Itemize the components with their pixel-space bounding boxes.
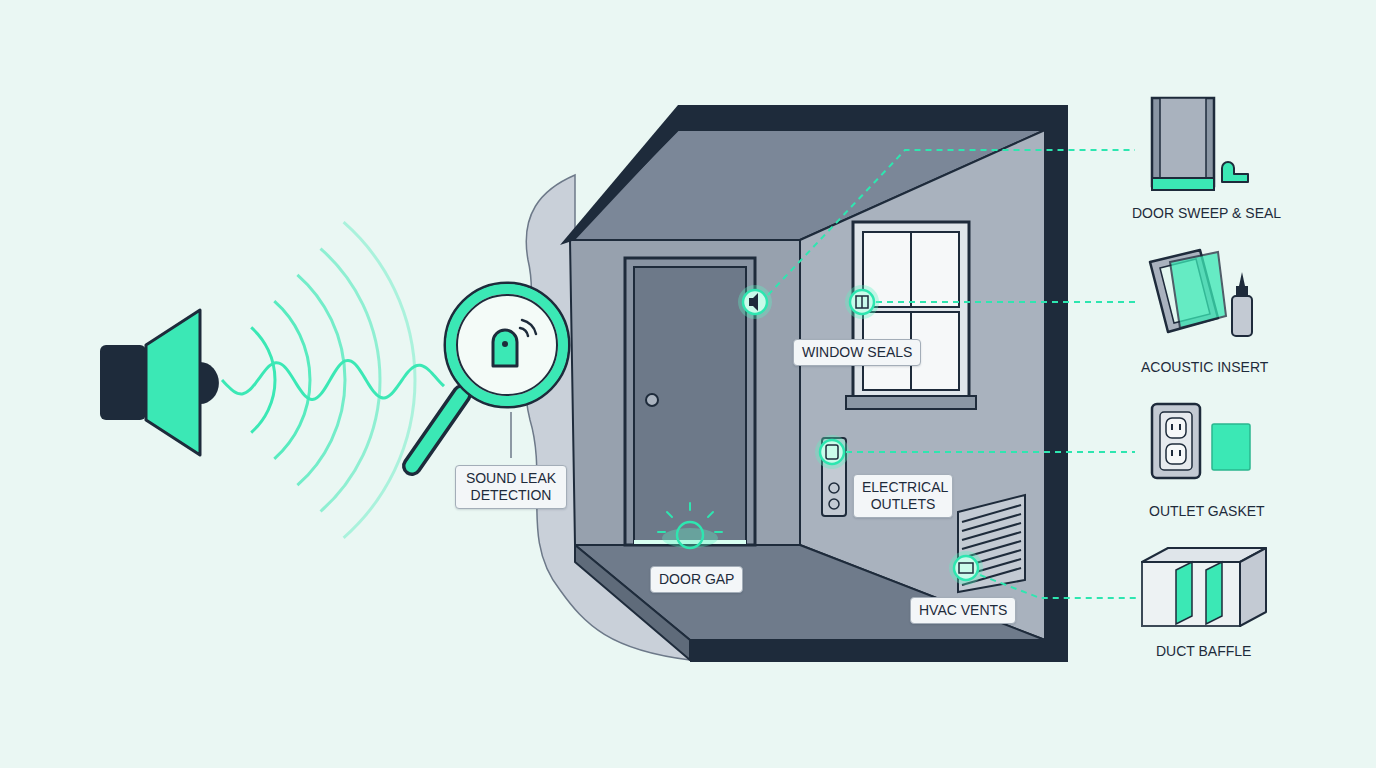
label-text: WINDOW SEALS <box>802 344 912 361</box>
label-text: SOUND LEAK DETECTION <box>464 470 558 504</box>
leader-lines <box>511 150 1138 598</box>
label-box: WINDOW SEALS <box>793 339 921 366</box>
door-gap-glow <box>658 503 722 548</box>
label-text: DOOR GAP <box>659 571 734 588</box>
room-cutaway <box>525 105 1068 662</box>
sound-arc <box>274 301 310 459</box>
product-caption: DOOR SWEEP & SEAL <box>1132 205 1281 222</box>
sound-arc <box>344 222 415 538</box>
window <box>846 222 976 409</box>
product-caption: DUCT BAFFLE <box>1156 643 1251 660</box>
speaker-icon <box>100 310 219 455</box>
vent-slat <box>962 514 1021 531</box>
label-text: ELECTRICAL OUTLETS <box>862 479 944 513</box>
vent-slat <box>962 532 1021 549</box>
label-box: SOUND LEAK DETECTION <box>455 465 567 509</box>
product-caption: OUTLET GASKET <box>1149 503 1265 520</box>
product-caption: ACOUSTIC INSERT <box>1141 359 1268 376</box>
magnifier-icon <box>412 283 569 466</box>
outlet-gasket-icon <box>1152 404 1250 478</box>
duct-baffle-icon <box>1142 548 1266 626</box>
glow-markers <box>738 285 983 585</box>
sound-arc <box>251 327 275 432</box>
sound-arc <box>297 275 345 485</box>
label-box: ELECTRICAL OUTLETS <box>853 474 953 518</box>
sound-waves <box>251 222 415 538</box>
door-sweep-icon <box>1152 98 1248 190</box>
vent-slat <box>962 505 1021 522</box>
label-box: DOOR GAP <box>650 566 743 593</box>
acoustic-insert-icon <box>1150 250 1252 336</box>
label-text: HVAC VENTS <box>919 602 1007 619</box>
sound-wave <box>222 360 444 399</box>
door <box>625 258 755 545</box>
vent-slat <box>962 523 1021 540</box>
label-box: HVAC VENTS <box>910 597 1016 624</box>
